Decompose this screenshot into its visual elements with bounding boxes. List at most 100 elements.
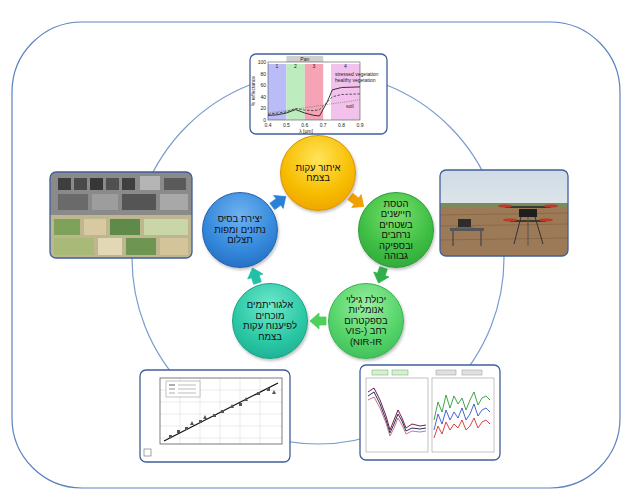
scatter-plot-part-part <box>239 403 242 406</box>
reflectance-chart-part-part <box>305 64 323 120</box>
aerial-photos-part-part <box>92 194 118 210</box>
scatter-plot-part-part <box>257 392 260 395</box>
drone-photo-part-part <box>458 219 471 228</box>
drone-photo-part-part <box>440 170 568 256</box>
axis-tick: 0.6 <box>299 122 311 128</box>
scatter-plot-part-part <box>177 430 180 433</box>
axis-tick: 0.8 <box>336 122 348 128</box>
aerial-photos-part-part <box>106 178 119 190</box>
axis-tick: 60 <box>256 82 266 88</box>
process-circle: איתור עקות בצמח <box>280 135 356 211</box>
scatter-plot-part-part <box>185 427 188 430</box>
flow-arrow <box>348 193 364 207</box>
aerial-photos-part-part <box>50 172 192 215</box>
flow-arrow <box>374 267 389 283</box>
aerial-photos-part <box>50 172 192 258</box>
scatter-plot-part <box>140 370 290 462</box>
scatter-plot-part-part <box>240 378 241 444</box>
process-circle: יכולת גילוי אנומליות בספקטרום רחב (VIS- … <box>328 283 404 359</box>
spectra-plots-part <box>372 370 388 375</box>
aerial-photos-part-part <box>90 178 103 190</box>
drone-photo-part-part <box>535 217 543 244</box>
node-label: איתור עקות בצמח <box>290 163 346 184</box>
reflectance-chart-part <box>250 54 387 134</box>
axis-tick: 0.5 <box>280 122 292 128</box>
scatter-plot-part-part <box>160 402 282 403</box>
scatter-plot-part-part <box>160 438 282 439</box>
scatter-plot-part-part <box>221 410 224 413</box>
spectra-plots-part <box>366 378 428 452</box>
drone-photo-part-part <box>498 204 512 207</box>
reflectance-chart-part-part <box>268 100 360 113</box>
node-label: יצירת בסיס נתונים ומפות תצלום <box>212 214 268 246</box>
axis-tick: 0 <box>256 117 266 123</box>
scatter-plot <box>140 370 290 462</box>
reflectance-chart-part-part <box>268 87 360 116</box>
drone-photo-part-part <box>452 231 453 246</box>
spectra-plots-part <box>434 404 490 430</box>
reflectance-chart-part-part <box>268 62 360 120</box>
aerial-photos-part-part <box>50 215 192 258</box>
scatter-plot-part-part <box>169 435 172 438</box>
aerial-photos-part-part <box>122 194 156 210</box>
axis-title: λ [µm] <box>296 128 316 134</box>
drone-photo-part-part <box>440 213 568 215</box>
node-label: יכולת גילוי אנומליות בספקטרום רחב (VIS- … <box>338 295 394 348</box>
spectra-plots <box>360 365 500 460</box>
drone-photo-part-part <box>440 203 568 207</box>
reflectance-chart-part-part <box>268 94 360 114</box>
scatter-plot-part-part <box>160 426 282 427</box>
spectra-plots-part <box>434 418 490 438</box>
spectra-plots-part <box>462 370 482 375</box>
process-circle: הטסת חיישנים בשטחים נרחבים ובספיקה גבוהה <box>358 192 434 268</box>
flow-arrow <box>270 196 286 210</box>
axis-tick: 40 <box>256 94 266 100</box>
scatter-plot-part-part <box>203 415 207 419</box>
drone-photo-part-part <box>456 227 473 229</box>
scatter-plot-part-part <box>190 421 194 425</box>
axis-tick: 20 <box>256 105 266 111</box>
scatter-plot-part <box>169 393 175 394</box>
reflectance-chart-part <box>268 62 360 120</box>
aerial-photos-part-part <box>98 238 122 255</box>
aerial-photos-part-part <box>54 219 80 235</box>
aerial-photos-part-part <box>126 238 156 255</box>
scatter-plot-part-part <box>160 414 282 415</box>
node-label: הטסת חיישנים בשטחים נרחבים ובספיקה גבוהה <box>368 199 424 262</box>
aerial-photos-part-part <box>140 176 160 190</box>
axis-tick: 0.9 <box>354 122 366 128</box>
band-name: Pan <box>299 56 311 62</box>
scatter-plot-part <box>169 389 175 390</box>
axis-tick: 0.4 <box>262 122 274 128</box>
scatter-plot-part-part <box>272 390 276 394</box>
curve-label: soil <box>346 103 354 109</box>
aerial-photos-part-part <box>110 219 140 235</box>
scatter-plot-part-part <box>213 414 216 417</box>
outer-frame <box>12 22 620 488</box>
reflectance-chart-part <box>286 56 323 62</box>
scatter-plot-part <box>178 389 196 390</box>
drone-photo-part-part <box>505 206 551 208</box>
scatter-plot-part-part <box>220 378 221 444</box>
drone-photo-part <box>440 170 568 256</box>
scatter-plot-part <box>169 385 175 386</box>
scatter-plot-part <box>178 385 196 386</box>
axis-tick: 0.7 <box>317 122 329 128</box>
axis-tick: 80 <box>256 71 266 77</box>
drone-photo-part-part <box>544 204 558 207</box>
drone-photo-part-part <box>528 217 529 246</box>
drone-photo-part-part <box>440 238 568 240</box>
band-number: 3 <box>311 63 317 69</box>
aerial-photos-part-part <box>58 194 88 210</box>
drone-photo <box>440 170 568 256</box>
scatter-plot-part <box>166 381 200 397</box>
spectra-plots-part <box>392 370 408 375</box>
drone-photo-part-part <box>480 231 481 246</box>
band-number: 4 <box>343 63 349 69</box>
spectra-plots-part <box>434 392 490 420</box>
drone-photo-part-part <box>450 228 484 231</box>
spectra-plots-part <box>368 397 426 436</box>
aerial-photos-part-part <box>160 194 188 210</box>
